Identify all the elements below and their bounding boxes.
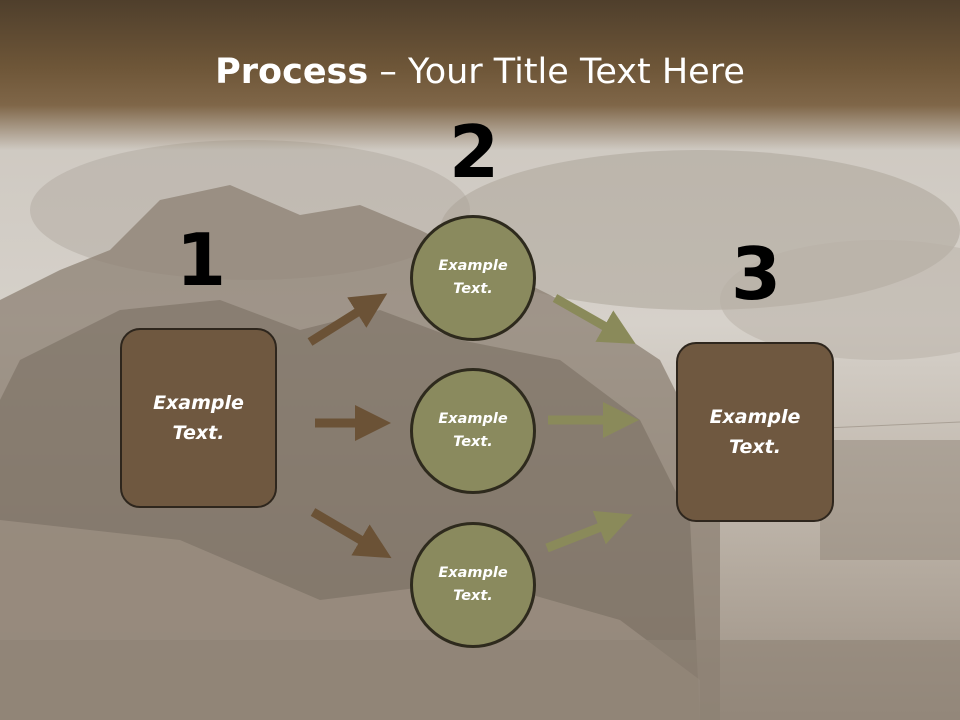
- step-number-3: 3: [731, 232, 782, 316]
- title-bold: Process: [215, 52, 369, 92]
- arrow-1-to-top: [307, 293, 388, 346]
- step-3-text-line2: Text.: [729, 436, 781, 458]
- circle-middle-line2: Text.: [453, 434, 493, 450]
- circle-top-line1: Example: [438, 258, 508, 274]
- arrow-top-to-3: [552, 294, 636, 344]
- title-band: [0, 0, 960, 150]
- step-number-2: 2: [449, 110, 500, 194]
- step-1-text-line2: Text.: [172, 422, 225, 444]
- circle-bottom-line1: Example: [438, 565, 508, 581]
- slide-title: Process – Your Title Text Here: [0, 52, 960, 92]
- circle-bottom-line2: Text.: [453, 588, 493, 604]
- step-number-1: 1: [176, 218, 227, 302]
- circle-middle-line1: Example: [438, 411, 508, 427]
- circle-top-line2: Text.: [453, 281, 493, 297]
- arrow-1-to-bottom: [310, 508, 392, 559]
- step-3-text-line1: Example: [709, 406, 801, 428]
- step-1-text-line1: Example: [153, 392, 244, 414]
- title-rest: – Your Title Text Here: [368, 52, 745, 92]
- arrow-bottom-to-3: [545, 510, 633, 553]
